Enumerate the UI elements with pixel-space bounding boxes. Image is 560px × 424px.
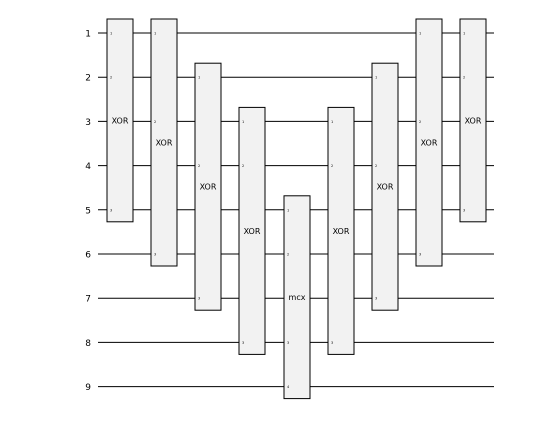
gate-xor-6: XOR 1 2 3 [327,106,355,355]
gate-box [194,62,222,311]
gate-box [459,18,487,223]
pin-label: 3 [419,253,421,257]
gate-label: XOR [156,139,173,148]
pin-label: 2 [419,120,421,124]
pin-label: 3 [287,341,289,345]
gate-xor-8: XOR 1 2 3 [415,18,443,267]
gate-box [415,18,443,267]
gate-label: mcx [289,293,306,302]
pin-label: 2 [287,253,289,257]
pin-label: 2 [110,76,112,80]
pin-label: 3 [375,297,377,301]
pin-label: 1 [154,32,156,36]
gate-xor-7: XOR 1 2 3 [371,62,399,311]
gate-label: XOR [333,227,350,236]
gate-xor-1: XOR 1 2 3 [106,18,134,223]
wire-label-6: 6 [85,251,91,261]
gate-label: XOR [377,183,394,192]
pin-label: 3 [242,341,244,345]
pin-label: 1 [331,120,333,124]
gate-box [371,62,399,311]
gate-mcx-5: mcx 1 2 3 4 [283,195,311,400]
gate-box [283,195,311,400]
wire-label-9: 9 [85,383,91,393]
wire-label-7: 7 [85,295,91,305]
gate-xor-9: XOR 1 2 3 [459,18,487,223]
gate-box [150,18,178,267]
gate-label: XOR [112,116,129,125]
gate-xor-4: XOR 1 2 3 [238,106,266,355]
gate-box [327,106,355,355]
pin-label: 3 [331,341,333,345]
pin-label: 1 [198,76,200,80]
wire-label-3: 3 [85,118,91,128]
pin-label: 1 [242,120,244,124]
wire-label-2: 2 [85,74,91,84]
pin-label: 2 [463,76,465,80]
gate-label: XOR [421,139,438,148]
pin-label: 1 [287,208,289,212]
gate-label: XOR [465,116,482,125]
gate-box [238,106,266,355]
wire-label-4: 4 [85,162,91,172]
pin-label: 1 [110,32,112,36]
pin-label: 2 [375,164,377,168]
pin-label: 4 [287,385,290,389]
pin-label: 1 [463,32,465,36]
pin-label: 3 [198,297,200,301]
wire-label-1: 1 [85,30,91,40]
pin-label: 3 [463,208,465,212]
wire-label-8: 8 [85,339,91,349]
wire-label-5: 5 [85,206,91,216]
gate-label: XOR [244,227,261,236]
pin-label: 1 [419,32,421,36]
pin-label: 2 [331,164,333,168]
pin-label: 1 [375,76,377,80]
gate-label: XOR [200,183,217,192]
pin-label: 2 [198,164,200,168]
gate-xor-3: XOR 1 2 3 [194,62,222,311]
pin-label: 2 [154,120,156,124]
pin-label: 3 [154,253,156,257]
gate-box [106,18,134,223]
pin-label: 3 [110,208,112,212]
pin-label: 2 [242,164,244,168]
gate-layer: XOR123XOR123XOR123XOR123mcx1234XOR123XOR… [106,18,487,400]
gate-xor-2: XOR 1 2 3 [150,18,178,267]
